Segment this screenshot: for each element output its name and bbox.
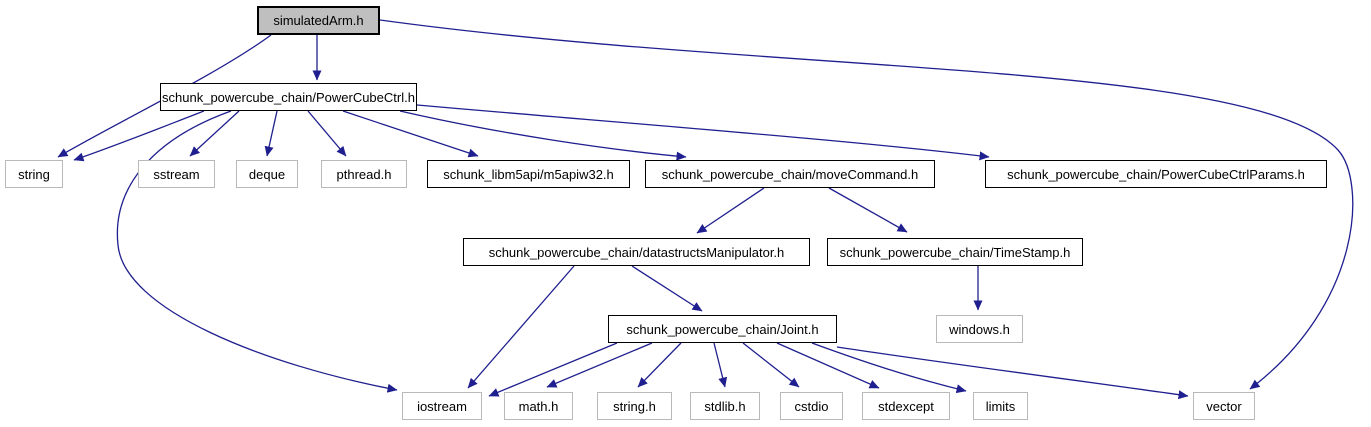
node-iostream: iostream [402,392,482,420]
node-label: schunk_powercube_chain/PowerCubeCtrlPara… [1007,166,1305,182]
node-pthread-h: pthread.h [321,160,407,188]
edge-powercubectrl-to-deque [264,110,278,157]
node-timestamp-h[interactable]: schunk_powercube_chain/TimeStamp.h [827,238,1083,266]
edge-joint-to-stringh [637,342,682,388]
node-sstream: sstream [138,160,215,188]
edge-joint-to-stdlib [713,342,728,388]
edge-powercubectrl-to-sstream [189,110,240,157]
edge-powercubectrl-to-pthread [307,110,347,157]
node-simulatedarm-h: simulatedArm.h [257,6,380,35]
edge-joint-to-cstdio [742,342,800,388]
node-label: schunk_powercube_chain/moveCommand.h [661,166,919,182]
node-label: string [18,166,50,182]
node-label: schunk_powercube_chain/Joint.h [626,321,819,337]
edge-powercubectrl-to-movecommand [399,110,687,161]
edge-powercubectrl-to-string [73,110,205,162]
edge-powercubectrl-to-iostream [116,110,398,393]
edge-joint-to-iostream [488,342,618,397]
node-label: schunk_powercube_chain/datastructsManipu… [488,244,785,260]
node-movecommand-h[interactable]: schunk_powercube_chain/moveCommand.h [645,160,935,188]
node-label: iostream [417,398,467,414]
node-m5apiw32-h[interactable]: schunk_libm5api/m5apiw32.h [427,160,630,188]
node-label: math.h [518,398,559,414]
node-string: string [5,160,63,188]
node-label: vector [1206,398,1242,414]
edge-datastructsmanipulator-to-iostream [467,265,575,389]
node-vector: vector [1193,392,1255,420]
node-label: cstdio [794,398,829,414]
node-label: simulatedArm.h [273,13,364,28]
node-label: schunk_powercube_chain/TimeStamp.h [839,244,1071,260]
node-label: stdlib.h [704,398,746,414]
node-label: deque [248,166,286,182]
node-deque: deque [236,160,298,188]
edge-joint-to-limits [811,342,967,394]
node-limits: limits [973,392,1028,420]
edge-powercubectrl-to-powercubectrlparams [416,104,990,161]
node-stdexcept: stdexcept [862,392,950,420]
node-powercubectrlparams-h[interactable]: schunk_powercube_chain/PowerCubeCtrlPara… [985,160,1327,188]
edge-powercubectrl-to-m5apiw32 [342,110,479,158]
node-label: pthread.h [336,166,392,182]
edge-joint-to-vector [836,346,1189,400]
node-datastructsmanipulator-h[interactable]: schunk_powercube_chain/datastructsManipu… [463,238,810,266]
node-stdlib-h: stdlib.h [690,392,760,420]
node-label: sstream [153,166,200,182]
node-label: limits [985,398,1016,414]
node-math-h: math.h [504,392,573,420]
node-string-h: string.h [597,392,672,420]
edge-joint-to-math [546,342,653,388]
node-powercubectrl-h[interactable]: schunk_powercube_chain/PowerCubeCtrl.h [160,83,417,111]
edge-movecommand-to-timestamp [828,187,908,233]
node-label: string.h [613,398,656,414]
edge-simulatedarm-to-vector [379,19,1354,390]
edge-movecommand-to-datastructsmanipulator [696,187,765,234]
node-label: windows.h [949,321,1010,337]
edge-datastructsmanipulator-to-joint [631,265,703,312]
node-windows-h: windows.h [936,315,1023,343]
node-label: schunk_libm5api/m5apiw32.h [443,166,614,182]
node-joint-h[interactable]: schunk_powercube_chain/Joint.h [608,315,837,343]
node-label: stdexcept [878,398,934,414]
edge-joint-to-stdexcept [776,342,880,389]
node-cstdio: cstdio [780,392,843,420]
node-label: schunk_powercube_chain/PowerCubeCtrl.h [162,89,415,105]
